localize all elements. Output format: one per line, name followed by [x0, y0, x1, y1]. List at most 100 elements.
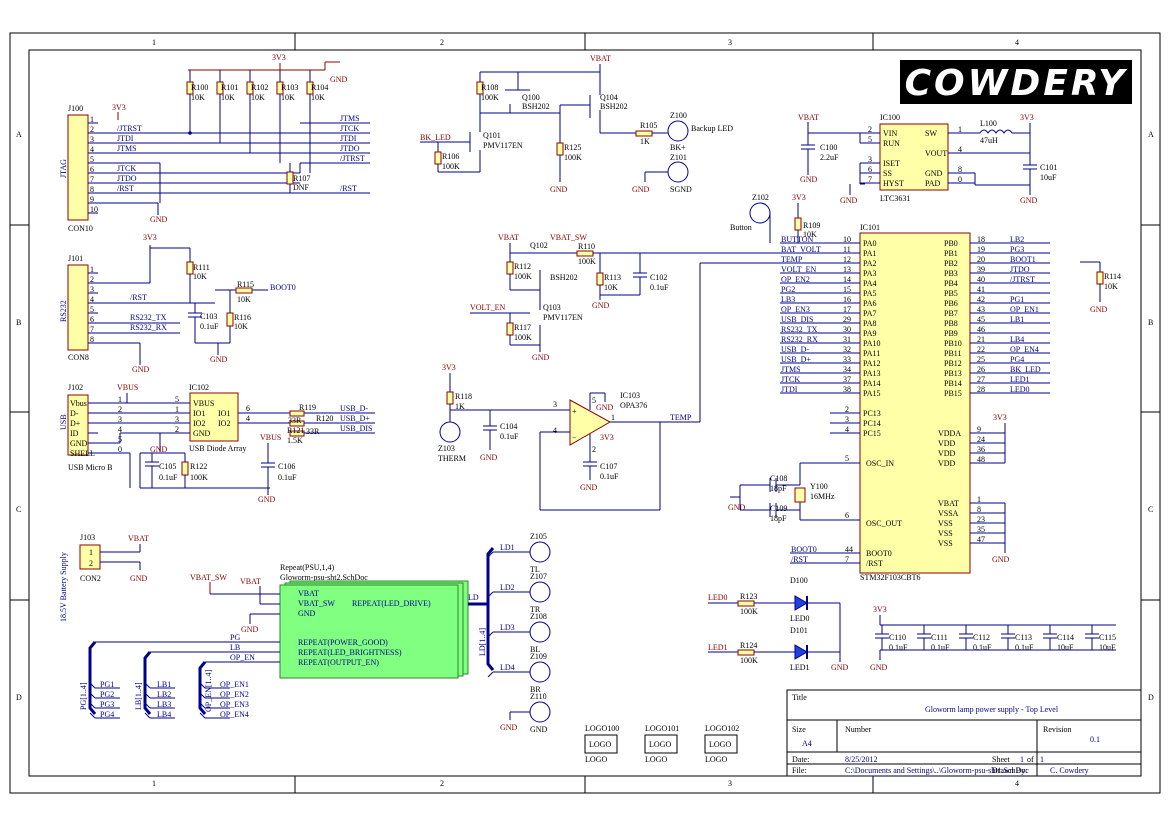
c101: C101	[1040, 163, 1057, 172]
q101: Q101	[483, 131, 501, 140]
rs232-boot-net: BOOT0	[270, 283, 296, 292]
jtag-resistor-value: DNF	[293, 183, 310, 192]
l100-value: 47uH	[980, 136, 998, 145]
bus-tap-label: PG1	[100, 680, 114, 689]
mcu-pin-number: 6	[845, 511, 849, 520]
mcu-pin-name: PB15	[944, 389, 962, 398]
mcu-net-label: PG4	[1010, 355, 1024, 364]
sheet-size: A4	[802, 739, 812, 748]
mcu-net-label: /JTRST	[1010, 275, 1035, 284]
net-3v3: 3V3	[272, 53, 286, 62]
usb-pin-number: 1	[118, 395, 122, 404]
net-vbat-sw: VBAT_SW	[190, 573, 227, 582]
net-vbat: VBAT	[590, 54, 611, 63]
mcu-pin-number: 47	[977, 535, 985, 544]
drawn-label: Drawn By:	[992, 766, 1027, 775]
usb-ic-pin: IO2	[193, 419, 205, 428]
bus-tap-label: OP_EN4	[220, 710, 249, 719]
mcu-pin-number: 29	[843, 315, 851, 324]
jtag-label: JTDO	[117, 174, 137, 183]
section-title-jtag: JTAG	[59, 159, 68, 178]
mcu-ic101: IC101 STM32F103CBT6 PA010BUTTONPA111BAT_…	[780, 223, 1050, 582]
therm-circuit: 3V3 R118 1K Z103 THERM C104 0.1uF GND + …	[438, 262, 860, 511]
r111-value: 10K	[193, 272, 207, 281]
usb-ic-pin: IO1	[218, 409, 230, 418]
mcu-pin-number: 21	[977, 335, 985, 344]
mcu-pin-name: PB14	[944, 379, 962, 388]
mcu-pin-name: BOOT0	[866, 549, 892, 558]
bus-tap-label: PG4	[100, 710, 114, 719]
logo-part-box: LOGO	[709, 740, 731, 749]
volt-en-net: VOLT_EN	[470, 303, 505, 312]
mcu-pin-name: VDD	[938, 459, 956, 468]
bus-tap-label: OP_EN1	[220, 680, 249, 689]
z100-name: Backup LED	[691, 124, 733, 133]
sheet-file: Gloworm-psu-sht2.SchDoc	[280, 573, 368, 582]
q102: Q102	[530, 241, 548, 250]
mcu-pin-number: 30	[843, 325, 851, 334]
c108: C108	[770, 474, 787, 483]
mcu-pin-name: PA7	[863, 309, 877, 318]
sheet-of: of	[1027, 755, 1034, 764]
mcu-pin-name: OSC_IN	[866, 459, 894, 468]
logo-part-box: LOGO	[649, 740, 671, 749]
q100-part: BSH202	[522, 102, 550, 111]
usb-ic-name: USB Diode Array	[189, 444, 246, 453]
testpoint-name: BL	[530, 645, 540, 654]
decoup-cap-value: 0.1uF	[1015, 643, 1034, 652]
mcu-net-label: BUTTON	[781, 235, 814, 244]
mcu-pin-name: PA12	[863, 359, 881, 368]
reg-pin-name: RUN	[883, 139, 900, 148]
y100: Y100	[810, 482, 828, 491]
r109: R109	[803, 221, 820, 230]
led-circuit: LED0 R123 100K D100 LED0 LED1 R124 100K …	[708, 576, 849, 672]
usb-pin-name: ID	[70, 429, 79, 438]
mcu-net-label: PG3	[1010, 245, 1024, 254]
net-3v3: 3V3	[442, 363, 456, 372]
mcu-pin-name: PB0	[944, 239, 958, 248]
mcu-pin-name: PB8	[944, 319, 958, 328]
logo-part-ref: LOGO101	[645, 724, 679, 733]
decoup-cap-value: 10uF	[1057, 643, 1074, 652]
jtag-label: JTDI	[117, 134, 134, 143]
net-gnd: GND	[150, 445, 168, 454]
revision: 0.1	[1090, 735, 1100, 744]
jtag-pin-number: 4	[90, 145, 94, 154]
rs232-pin-number: 4	[90, 295, 94, 304]
testpoint-icon	[529, 621, 551, 643]
net-gnd: GND	[1090, 305, 1108, 314]
d101-name: LED1	[790, 663, 810, 672]
sheet-port: GND	[298, 609, 316, 618]
drawn-by: C. Cowdery	[1050, 766, 1089, 775]
psu-sheet-symbol[interactable]: Repeat(PSU,1,4) Gloworm-psu-sht2.SchDoc …	[279, 563, 469, 679]
mcu-pin-number: 22	[977, 345, 985, 354]
bus-tap-label: PG3	[100, 700, 114, 709]
y100-value: 16MHz	[810, 492, 835, 501]
mcu-pin-number: 27	[977, 375, 985, 384]
frame-col-label: 3	[728, 779, 732, 788]
net-3v3: 3V3	[600, 433, 614, 442]
mcu-net-label: JTDO	[1010, 265, 1030, 274]
r108: R108	[481, 83, 498, 92]
r108-value: 100K	[481, 93, 499, 102]
mcu-net-label: LED1	[1010, 375, 1030, 384]
file-path: C:\Documents and Settings\..\Gloworm-psu…	[845, 766, 1029, 775]
logo-part-name: LOGO	[705, 755, 727, 764]
bus-label: LD[1..4]	[478, 628, 487, 656]
l100: L100	[980, 119, 997, 128]
usb-ic-pin: IO1	[193, 409, 205, 418]
sheet-net: OP_EN	[230, 653, 255, 662]
mcu-pin-number: 42	[977, 295, 985, 304]
decoupling-caps: 3V3 GND C1100.1uFC1110.1uFC1120.1uFC1130…	[870, 605, 1116, 672]
net-vbat: VBAT	[498, 233, 519, 242]
section-title-battery: 18.5V Battery Supply	[59, 552, 68, 622]
r119: R119	[299, 403, 316, 412]
z100: Z100	[670, 111, 687, 120]
mcu-pin-number: 41	[977, 285, 985, 294]
c106-value: 0.1uF	[278, 473, 297, 482]
reg-ref: IC100	[880, 113, 900, 122]
mcu-net-label: LB3	[781, 295, 795, 304]
